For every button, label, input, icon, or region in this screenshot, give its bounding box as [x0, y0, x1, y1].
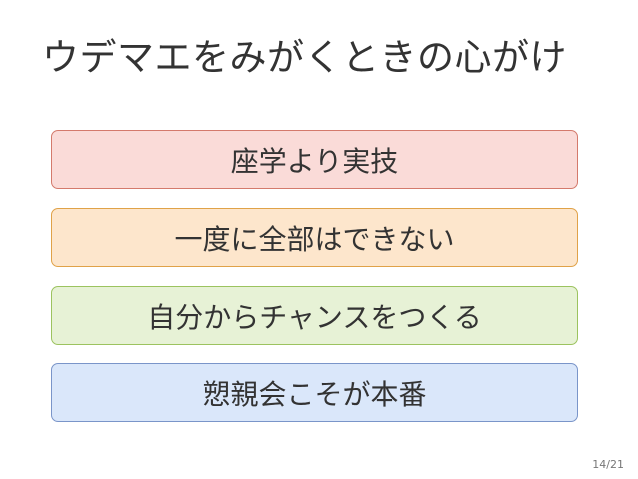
point-label-2: 一度に全部はできない — [174, 222, 455, 256]
point-box-3: 自分からチャンスをつくる — [51, 286, 578, 345]
page-number: 14/21 — [592, 458, 624, 471]
slide-title: ウデマエをみがくときの心がけ — [42, 36, 567, 79]
point-box-2: 一度に全部はできない — [51, 208, 578, 267]
point-label-3: 自分からチャンスをつくる — [147, 300, 482, 334]
point-box-1: 座学より実技 — [51, 130, 578, 189]
point-label-1: 座学より実技 — [230, 144, 399, 178]
point-label-4: 愬親会こそが本番 — [202, 377, 427, 411]
point-box-4: 愬親会こそが本番 — [51, 363, 578, 422]
